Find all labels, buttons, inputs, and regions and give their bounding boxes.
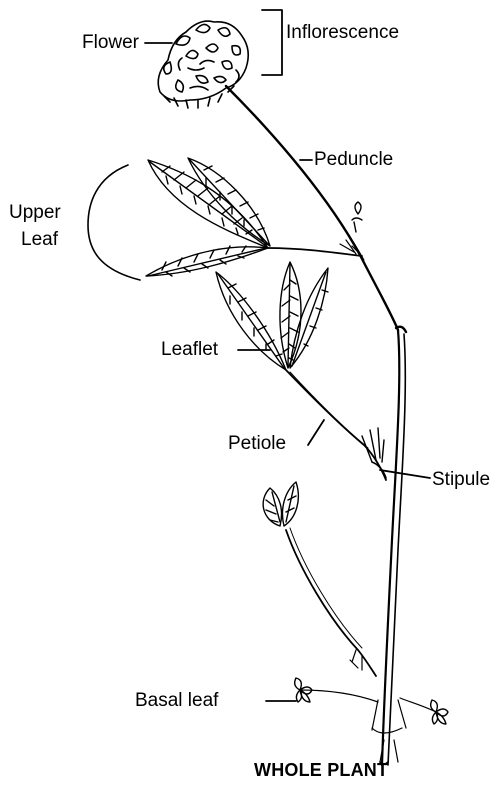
upper-leaf-label-line1: Upper — [9, 202, 61, 224]
peduncle-label: Peduncle — [314, 149, 393, 171]
basal-leaf-label: Basal leaf — [135, 690, 218, 712]
stipule-label: Stipule — [432, 469, 490, 491]
upper-leaf — [146, 158, 362, 276]
inflorescence-label: Inflorescence — [286, 22, 399, 44]
lower-leaf — [263, 482, 376, 676]
upper-leaf-bracket — [88, 165, 140, 280]
basal-region — [295, 678, 448, 764]
flower-label: Flower — [82, 32, 139, 54]
leaflet-label: Leaflet — [161, 339, 218, 361]
diagram-title: WHOLE PLANT — [254, 760, 388, 781]
petiole-label: Petiole — [228, 433, 286, 455]
upper-leaf-label-line2: Leaf — [21, 229, 58, 251]
